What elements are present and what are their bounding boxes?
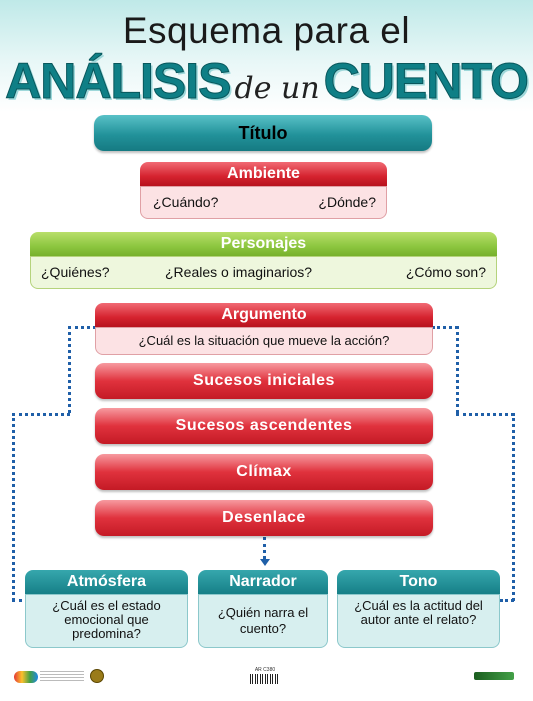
- barcode: [250, 674, 280, 684]
- ambiente-box: Ambiente ¿Cuándo? ¿Dónde?: [140, 162, 387, 219]
- connector-right-to-tono: [500, 599, 514, 602]
- sucesos-iniciales-bar: Sucesos iniciales: [95, 363, 433, 399]
- narrador-header: Narrador: [198, 570, 328, 594]
- connector-left-to-atmosfera: [12, 599, 28, 602]
- argumento-header: Argumento: [95, 303, 433, 327]
- personajes-body: ¿Quiénes? ¿Reales o imaginarios? ¿Cómo s…: [30, 256, 497, 289]
- connector-left-outer-vertical: [68, 326, 71, 413]
- tono-box: Tono ¿Cuál es la actitud del autor ante …: [337, 570, 500, 650]
- connector-right-outer-top: [432, 326, 458, 329]
- publisher-logo: [14, 671, 38, 683]
- connector-center-down: [263, 537, 266, 559]
- personajes-question-como: ¿Cómo son?: [405, 264, 486, 280]
- atmosfera-box: Atmósfera ¿Cuál es el estado emocional q…: [25, 570, 188, 650]
- sucesos-ascendentes-bar: Sucesos ascendentes: [95, 408, 433, 444]
- ambiente-header: Ambiente: [140, 162, 387, 186]
- title-word-analisis: ANÁLISIS: [5, 53, 232, 110]
- tono-question: ¿Cuál es la actitud del autor ante el re…: [337, 594, 500, 648]
- ambiente-body: ¿Cuándo? ¿Dónde?: [140, 186, 387, 219]
- connector-right-long: [512, 413, 515, 601]
- ambiente-question-donde: ¿Dónde?: [318, 194, 376, 210]
- climax-bar: Clímax: [95, 454, 433, 490]
- argumento-question: ¿Cuál es la situación que mueve la acció…: [95, 327, 433, 355]
- argumento-box: Argumento ¿Cuál es la situación que muev…: [95, 303, 433, 355]
- ambiente-question-cuando: ¿Cuándo?: [153, 194, 219, 210]
- narrador-question: ¿Quién narra el cuento?: [198, 594, 328, 648]
- connector-right-join: [456, 413, 514, 416]
- personajes-header: Personajes: [30, 232, 497, 256]
- personajes-question-quienes: ¿Quiénes?: [41, 264, 110, 280]
- titulo-label: Título: [238, 123, 288, 143]
- atmosfera-header: Atmósfera: [25, 570, 188, 594]
- title-word-cuento: CUENTO: [323, 53, 529, 110]
- title-word-connector: de un: [234, 71, 320, 106]
- connector-left-long: [12, 413, 15, 601]
- arrow-down-icon: [260, 559, 270, 566]
- titulo-bar: Título: [94, 115, 432, 151]
- brand-logo: [474, 672, 514, 680]
- publisher-fineprint: [40, 671, 84, 681]
- product-code: AR C380: [254, 667, 276, 673]
- connector-right-outer-vertical: [456, 326, 459, 413]
- page-title-line1: Esquema para el: [122, 10, 411, 51]
- personajes-question-reales: ¿Reales o imaginarios?: [165, 264, 313, 280]
- atmosfera-question: ¿Cuál es el estado emocional que predomi…: [25, 594, 188, 648]
- header-band: [0, 0, 533, 112]
- connector-left-join: [12, 413, 70, 416]
- tono-header: Tono: [337, 570, 500, 594]
- seal-icon: [90, 669, 104, 683]
- connector-left-outer-top: [68, 326, 96, 329]
- desenlace-bar: Desenlace: [95, 500, 433, 536]
- personajes-box: Personajes ¿Quiénes? ¿Reales o imaginari…: [30, 232, 497, 289]
- narrador-box: Narrador ¿Quién narra el cuento?: [198, 570, 328, 650]
